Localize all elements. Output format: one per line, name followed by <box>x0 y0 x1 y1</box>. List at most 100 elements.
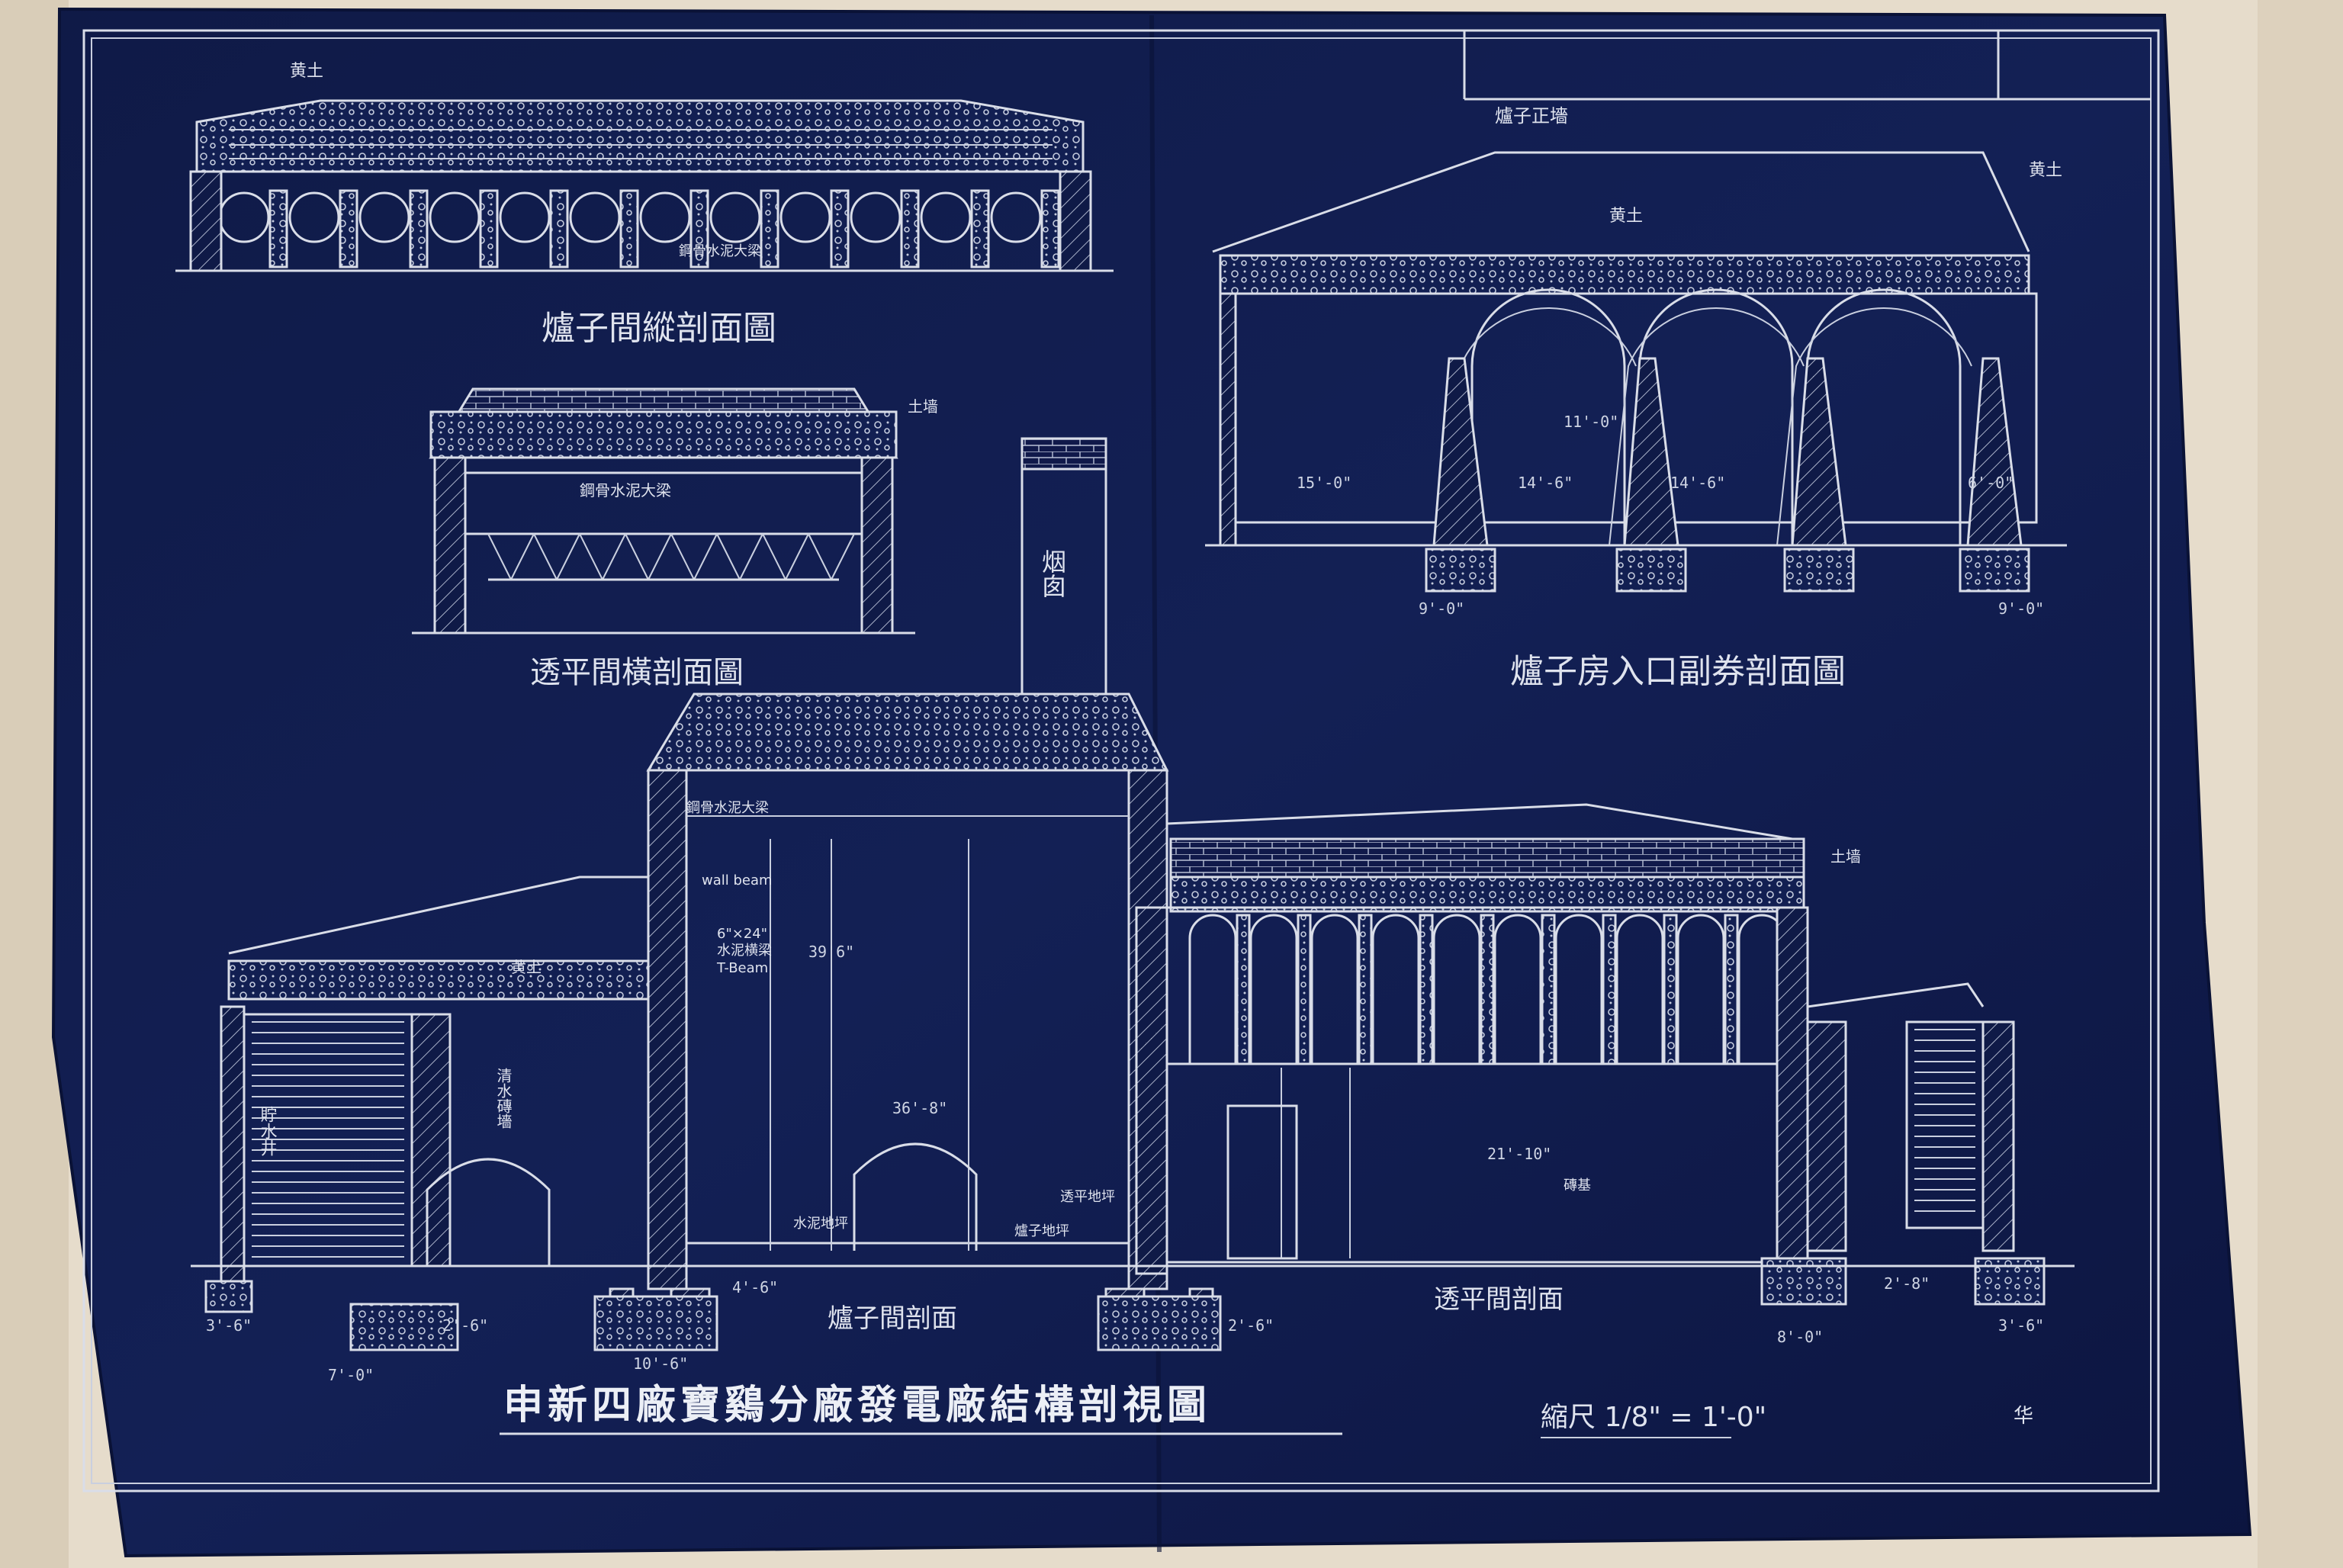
dim-14a: 14'-6" <box>1518 474 1573 492</box>
scale-note: 縮尺 1/8" = 1'-0" <box>1541 1402 1766 1433</box>
flue-pier <box>268 189 288 268</box>
truss-member <box>579 533 603 580</box>
dim-9a: 9'-0" <box>1419 599 1464 618</box>
label-soil-wall-1: 土墙 <box>908 397 938 416</box>
dim-2b: 2'-6" <box>1228 1316 1274 1335</box>
pier-footing <box>1425 548 1496 593</box>
label-foundation: 磚基 <box>1564 1178 1591 1194</box>
turbine-pier <box>1541 914 1556 1065</box>
truss-member <box>670 533 695 580</box>
section-title-boiler-entrance: 爐子房入口副券剖面圖 <box>1510 652 1846 691</box>
dim-4ft: 4'-6" <box>732 1278 778 1296</box>
flue-pier <box>830 189 850 268</box>
dim-8ft: 8'-0" <box>1777 1328 1823 1346</box>
dim-2-8: 2'-8" <box>1884 1274 1930 1293</box>
label-tbeam-cn: 水泥横梁 <box>717 943 772 959</box>
label-loess-longitudinal: 黄土 <box>290 62 323 81</box>
section-title-transition-main: 透平間剖面 <box>1434 1284 1564 1315</box>
flue-pier <box>689 189 709 268</box>
label-steel-beam-3: 鋼骨水泥大梁 <box>686 800 769 816</box>
flue-pier <box>900 189 920 268</box>
turbine-arch <box>1615 914 1664 1064</box>
dim-36ft: 36'-8" <box>892 1099 947 1117</box>
turbine-arch <box>1676 914 1725 1064</box>
label-soil-wall-2: 土墙 <box>1830 847 1861 866</box>
truss-member <box>533 533 558 580</box>
label-loess-top: 黄土 <box>2029 161 2062 180</box>
dim-2a: 2'-6" <box>442 1316 488 1335</box>
label-clear-water: 清水磚墻 <box>494 1068 513 1129</box>
dim-21ft: 21'-10" <box>1487 1145 1551 1163</box>
flue-pier <box>619 189 639 268</box>
dim-6ft: 6'-0" <box>1968 474 2014 492</box>
flue-pier <box>1040 189 1060 268</box>
truss-member <box>808 533 832 580</box>
turbine-arch <box>1188 914 1237 1064</box>
dim-39ft: 39'6" <box>808 943 854 961</box>
flue-arch <box>639 191 691 243</box>
truss-member <box>762 533 786 580</box>
turbine-arch <box>1249 914 1298 1064</box>
section-transition-main: 土墙 磚基 21'-10" 8'-0" 2'-8" 3'-6" 2'-6" 透平… <box>1129 803 2075 1346</box>
flue-pier <box>339 189 358 268</box>
label-boiler-ground: 爐子地坪 <box>1014 1223 1069 1239</box>
label-steel-beam-2: 鋼骨水泥大梁 <box>580 481 671 500</box>
section-title-boiler-longitudinal: 爐子間縱剖面圖 <box>542 309 776 348</box>
turbine-pier <box>1358 914 1373 1065</box>
turbine-pier <box>1419 914 1434 1065</box>
truss-member <box>831 533 855 580</box>
dim-11ft: 11'-0" <box>1564 413 1618 431</box>
turbine-pier <box>1602 914 1617 1065</box>
dim-3a: 3'-6" <box>206 1316 252 1335</box>
label-turbine-ground: 透平地坪 <box>1060 1189 1115 1205</box>
flue-arch <box>288 191 340 243</box>
turbine-arch <box>1554 914 1603 1064</box>
section-boiler-longitudinal: 黄土 鋼骨水泥大梁 爐子間縱剖面圖 <box>175 62 1114 348</box>
label-wall-beam: wall beam <box>702 872 773 888</box>
label-loess-boiler: 黄土 <box>511 958 542 976</box>
truss-member <box>785 533 809 580</box>
truss-member <box>602 533 626 580</box>
flue-arch <box>429 191 480 243</box>
flue-arch <box>920 191 972 243</box>
turbine-pier <box>1236 914 1251 1065</box>
truss-member <box>556 533 580 580</box>
flue-pier <box>479 189 499 268</box>
turbine-pier <box>1724 914 1739 1065</box>
label-boiler-wall: 爐子正墻 <box>1495 105 1568 127</box>
dim-10ft: 10'-6" <box>633 1354 688 1373</box>
truss-member <box>739 533 763 580</box>
flue-arch <box>779 191 831 243</box>
dim-9b: 9'-0" <box>1998 599 2044 618</box>
label-tbeam-size: 6"×24" <box>717 926 767 942</box>
dim-7ft: 7'-0" <box>328 1366 374 1384</box>
section-title-transition-cross: 透平間橫剖面圖 <box>530 655 744 690</box>
flue-arch <box>569 191 621 243</box>
turbine-arch <box>1310 914 1359 1064</box>
turbine-pier <box>1297 914 1312 1065</box>
truss-member <box>510 533 535 580</box>
flue-arch <box>358 191 410 243</box>
entrance-arch <box>1470 288 1626 545</box>
border-inner <box>91 37 2152 1484</box>
label-loess-entrance: 黄土 <box>1609 207 1643 226</box>
arch-ring <box>1609 307 1805 546</box>
truss-member <box>648 533 672 580</box>
arch-ring <box>1441 307 1637 546</box>
arch-ring <box>1776 307 1972 546</box>
section-title-boiler-main: 爐子間剖面 <box>828 1303 957 1334</box>
label-chimney: 烟囱 <box>1038 549 1067 598</box>
truss-member <box>487 533 512 580</box>
turbine-arch <box>1371 914 1420 1064</box>
flue-arch <box>990 191 1042 243</box>
label-water-pit: 水泥地坪 <box>793 1216 848 1232</box>
flue-pier <box>970 189 990 268</box>
label-steel-beam-1: 鋼骨水泥大梁 <box>679 243 761 259</box>
flue-arch <box>499 191 551 243</box>
pier-footing <box>1615 548 1687 593</box>
turbine-pier <box>1480 914 1495 1065</box>
section-transition-cross: 鋼骨水泥大梁 土墙 透平間橫剖面圖 <box>412 387 938 690</box>
turbine-pier <box>1663 914 1678 1065</box>
